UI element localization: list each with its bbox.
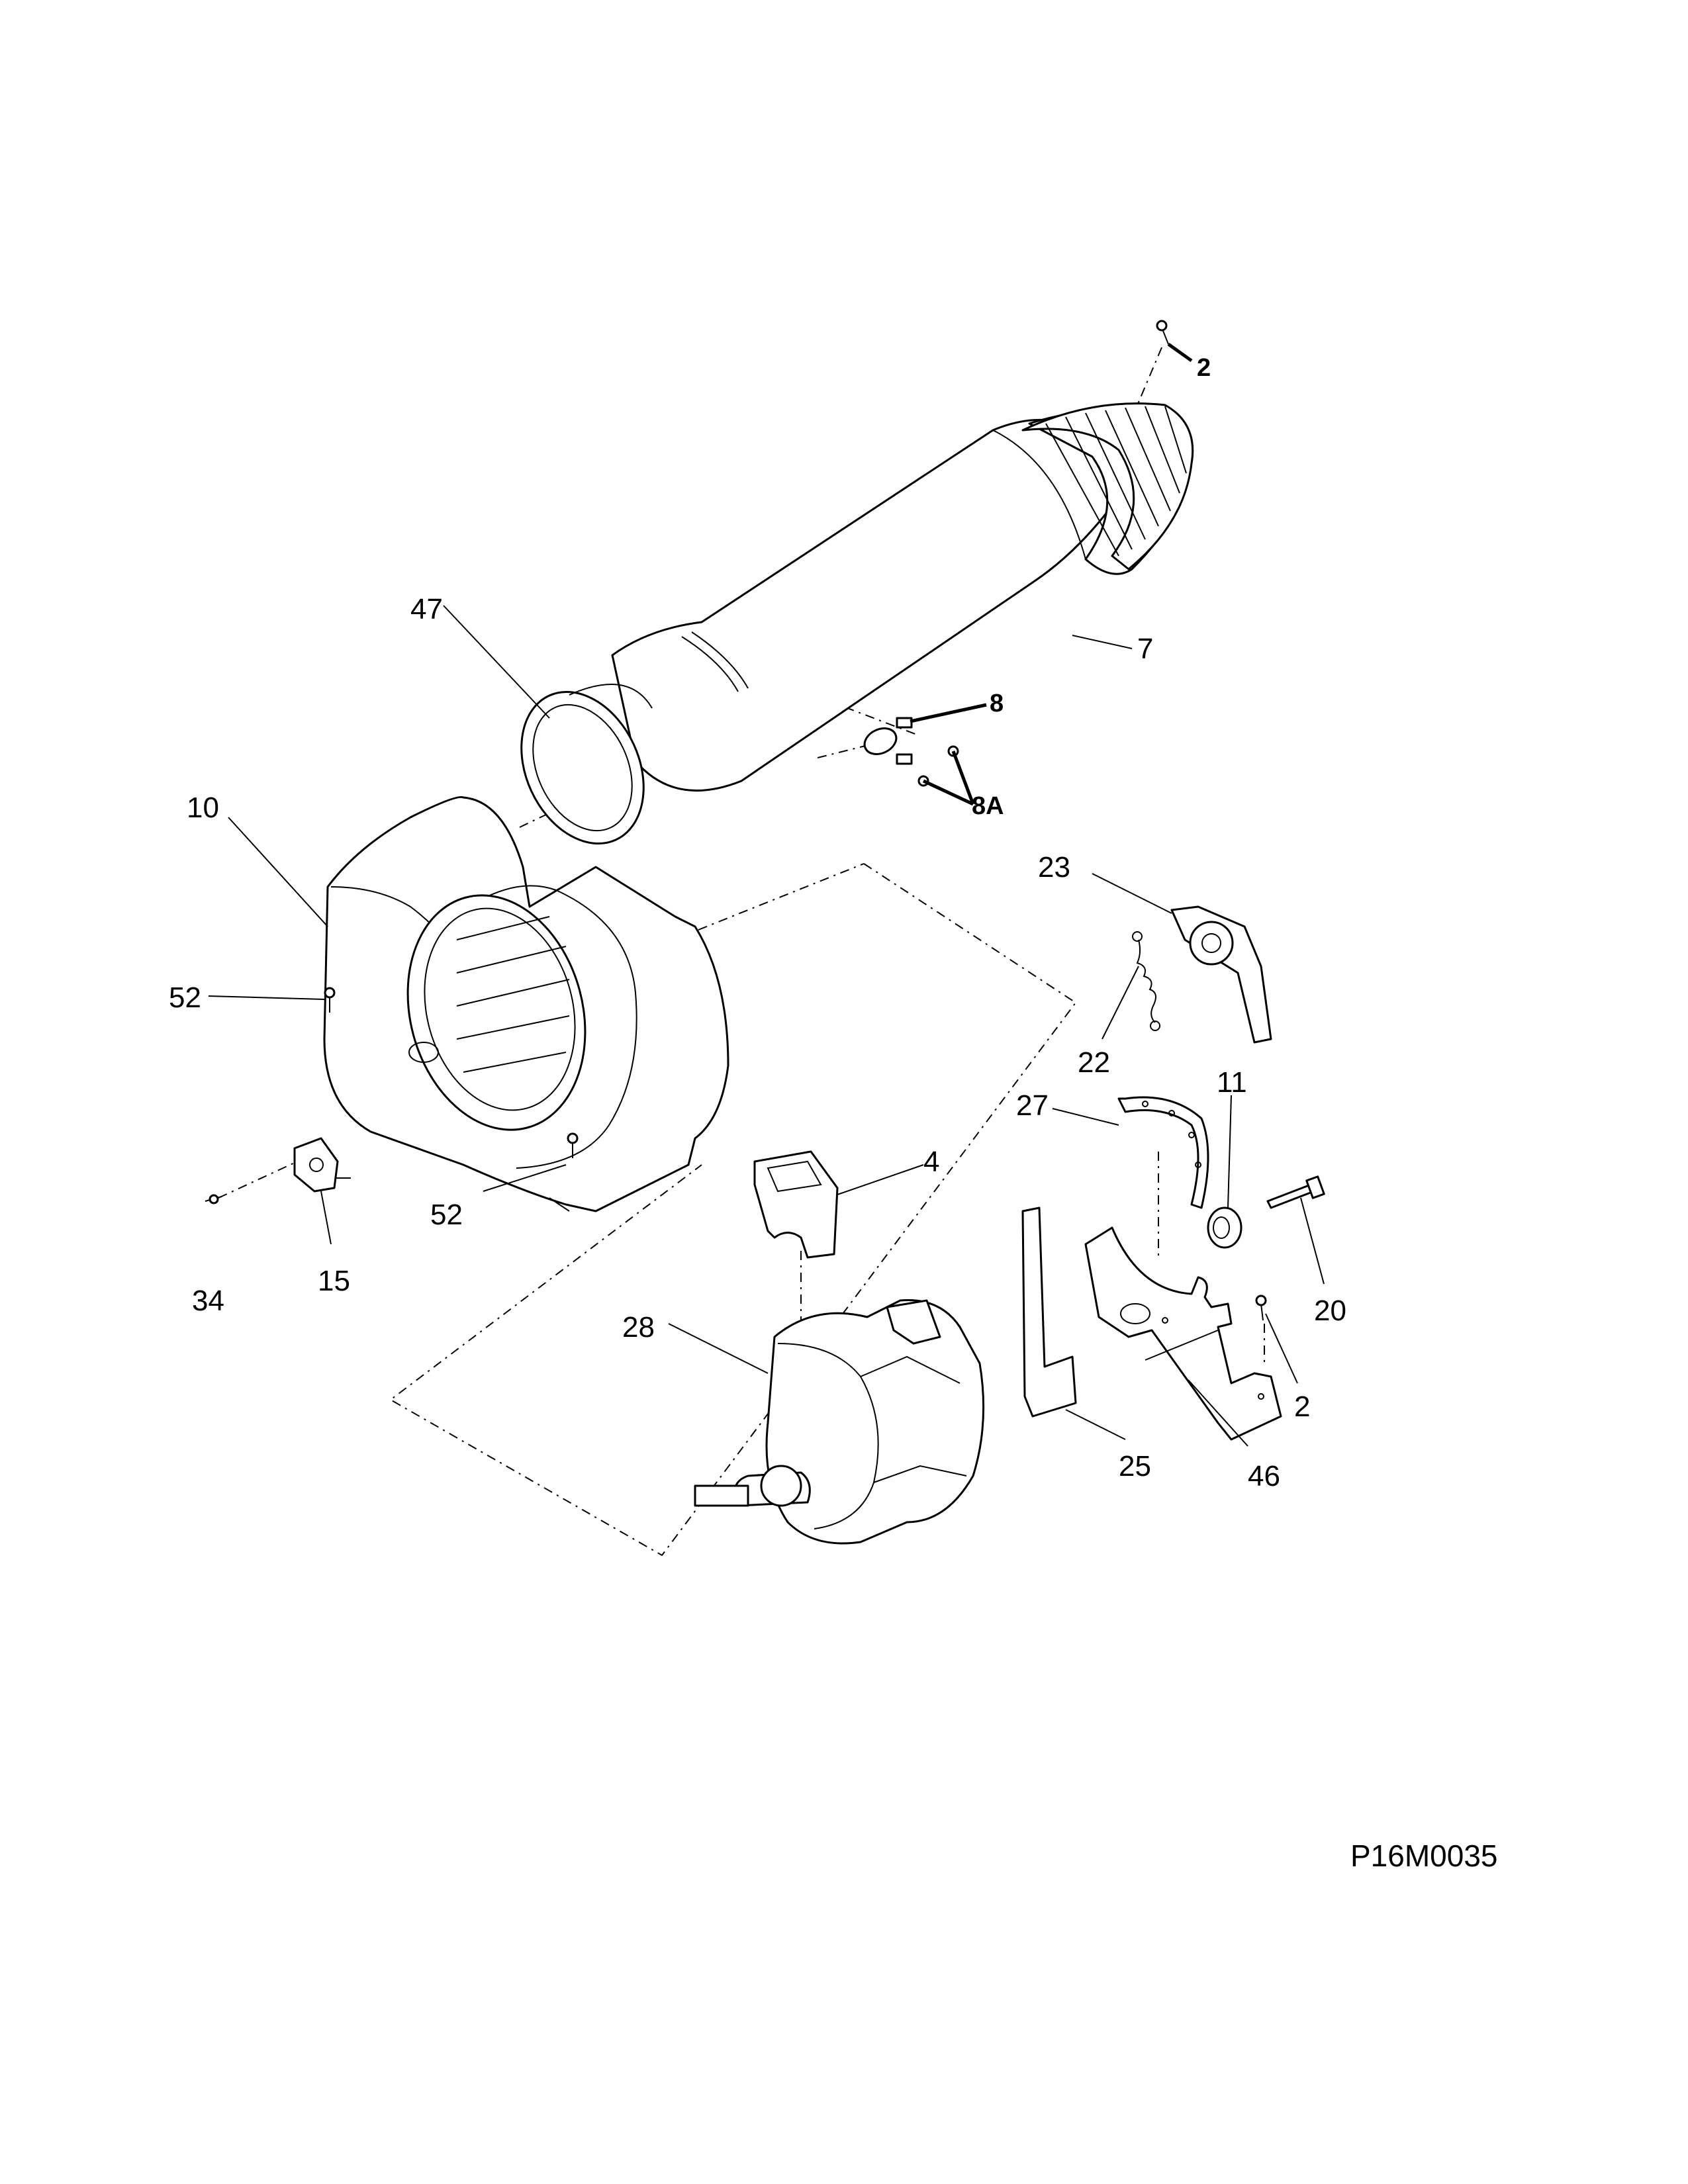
callout-52-left: 52 (169, 981, 201, 1014)
callout-11: 11 (1217, 1066, 1247, 1099)
tube-end-cap (1021, 402, 1194, 570)
drive-belt (1021, 1206, 1077, 1418)
drive-motor (694, 1299, 985, 1545)
callout-10: 10 (187, 792, 219, 824)
callout-28: 28 (622, 1311, 655, 1343)
screw-52-left (324, 987, 336, 1013)
thermostat (863, 717, 959, 787)
callout-23: 23 (1038, 851, 1070, 884)
callout-15: 15 (318, 1265, 350, 1297)
callout-34: 34 (192, 1285, 224, 1317)
screw-2-bottom (1255, 1295, 1267, 1321)
blower-housing (323, 796, 729, 1212)
pulley-strap (1117, 1096, 1209, 1209)
callout-46: 46 (1248, 1460, 1280, 1492)
blower-switch (293, 1137, 339, 1193)
duct-ring-clamp (520, 684, 653, 845)
tension-spring (1132, 931, 1160, 1031)
callout-4: 4 (923, 1146, 939, 1178)
motor-mount-plate (1084, 1226, 1282, 1441)
idler-pulley (1170, 905, 1272, 1044)
callout-25: 25 (1119, 1450, 1151, 1482)
leader-lines (208, 342, 1325, 1447)
screw-52-bottom (567, 1132, 579, 1158)
bushing (1207, 1206, 1243, 1249)
callout-8a: 8A (972, 792, 1004, 820)
screw-top-right (1156, 320, 1169, 345)
callout-52-bottom: 52 (430, 1199, 463, 1231)
callout-47: 47 (410, 593, 443, 625)
callout-2-bottom: 2 (1294, 1390, 1310, 1423)
callout-7: 7 (1137, 633, 1153, 665)
diagram-code: P16M0035 (1350, 1839, 1498, 1873)
motor-bracket (753, 1150, 839, 1259)
blower-duct-tube (611, 408, 1194, 792)
callout-8: 8 (990, 690, 1004, 717)
callout-20: 20 (1314, 1295, 1346, 1327)
callout-27: 27 (1016, 1089, 1049, 1122)
callout-2-top: 2 (1197, 354, 1211, 382)
callout-22: 22 (1078, 1046, 1110, 1079)
mounting-bolt (1266, 1175, 1325, 1209)
screw-34 (205, 1194, 222, 1205)
